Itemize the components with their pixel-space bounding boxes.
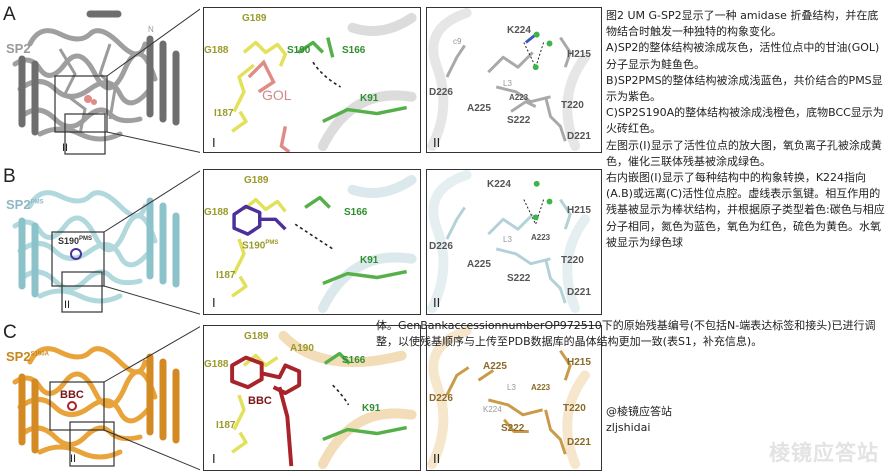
residue-a225-c: A225 (483, 362, 507, 372)
residue-d221-c: D221 (567, 438, 591, 448)
loop-l3-a: L3 (503, 80, 512, 88)
residue-k91-a: K91 (360, 94, 378, 104)
box-label-ii-c: II (70, 454, 76, 465)
overview-ligand-label-b: S190PMS (58, 236, 92, 246)
loop-l3-b: L3 (503, 236, 512, 244)
caption-part-a: A)SP2的整体结构被涂成灰色，活性位点中的甘油(GOL)分子显示为鲑鱼色。 (606, 40, 887, 72)
inset-active-site-a: G189 G188 S190 S166 I187 K91 GOL I (203, 7, 421, 153)
residue-d226-a: D226 (429, 88, 453, 98)
protein-ribbon-b (0, 166, 200, 318)
ligand-gol-label: GOL (262, 88, 292, 102)
watermark: 棱镜应答站 (769, 437, 879, 467)
residue-s166-a: S166 (342, 46, 365, 56)
ligand-bbc-label: BBC (248, 396, 272, 407)
residue-d221-b: D221 (567, 288, 591, 298)
residue-s190-b: S190PMS (242, 240, 278, 251)
residue-k224-b: K224 (487, 180, 511, 190)
residue-h215-a: H215 (567, 50, 591, 60)
inset-conformation-b: K224 H215 D226 L3 A223 A225 T220 S222 D2… (426, 169, 602, 315)
overview-ligand-label-c: BBC (60, 390, 84, 401)
inset-roman-ii-c: II (433, 452, 440, 465)
caption-continuation: 体。GenBankaccessionnumberOP972510下的原始残基编号… (376, 318, 886, 350)
inset-active-site-b: G189 G188 S166 S190PMS I187 K91 I (203, 169, 421, 315)
residue-t220-a: T220 (561, 101, 584, 111)
active-site-sticks-b (204, 170, 420, 314)
residue-g189-c: G189 (244, 332, 268, 342)
residue-g189-b: G189 (244, 176, 268, 186)
residue-t220-c: T220 (563, 404, 586, 414)
inset-roman-i-a: I (212, 136, 216, 149)
inset-roman-i-b: I (212, 296, 216, 309)
protein-name-b: SP2PMS (6, 198, 44, 211)
protein-ribbon-c (0, 322, 200, 473)
overview-structure-c (0, 322, 200, 473)
residue-s222-c: S222 (501, 424, 524, 434)
residue-a223-a: A223 (509, 94, 528, 102)
inset-roman-ii-b: II (433, 296, 440, 309)
n-terminus-label-a: N (148, 26, 154, 34)
residue-s190-a: S190 (287, 46, 310, 56)
overview-structure-a (0, 4, 200, 156)
panel-b: B SP2PMS S190PMS II (0, 166, 602, 318)
residue-k91-b: K91 (360, 256, 378, 266)
residue-d221-a: D221 (567, 132, 591, 142)
source-handle: @棱镜应答站 (606, 404, 672, 420)
residue-s222-a: S222 (507, 116, 530, 126)
residue-a225-a: A225 (467, 104, 491, 114)
caption-part-c: C)SP2S190A的整体结构被涂成浅橙色，底物BCC显示为火砖红色。 (606, 105, 887, 137)
residue-h215-c: H215 (567, 358, 591, 368)
protein-name-c: SP2S190A (6, 350, 49, 363)
source-credit: @棱镜应答站 zljshidai (606, 404, 672, 436)
residue-a223-b: A223 (531, 234, 550, 242)
residue-i187-a: I187 (214, 109, 233, 119)
overview-structure-b (0, 166, 200, 318)
residue-g188-b: G188 (204, 208, 228, 218)
caption-inset-right: 右内嵌图(I)显示了每种结构中的构象转换，K224指向(A.B)或远离(C)活性… (606, 170, 887, 251)
residue-h215-b: H215 (567, 206, 591, 216)
residue-d226-b: D226 (429, 242, 453, 252)
box-label-ii-b: II (64, 300, 70, 311)
panel-a: A SP2 N II (0, 4, 602, 156)
residue-s166-b: S166 (344, 208, 367, 218)
protein-ribbon-a (0, 4, 200, 156)
panel-letter-c: C (3, 322, 17, 344)
residue-k224-c: K224 (483, 406, 502, 414)
active-site-sticks-a (204, 8, 420, 152)
box-label-ii-a: II (62, 143, 68, 154)
panel-letter-b: B (3, 166, 16, 188)
source-id: zljshidai (606, 420, 672, 436)
figure: A SP2 N II (0, 0, 602, 473)
residue-t220-b: T220 (561, 256, 584, 266)
loop-l3-c: L3 (507, 384, 516, 392)
residue-c9-a: c9 (453, 38, 461, 46)
residue-g189-a: G189 (242, 14, 266, 24)
caption-part-b: B)SP2PMS的整体结构被涂成浅蓝色，共价结合的PMS显示为紫色。 (606, 73, 887, 105)
residue-d226-c: D226 (429, 394, 453, 404)
residue-s222-b: S222 (507, 274, 530, 284)
protein-name-a: SP2 (6, 42, 31, 55)
residue-g188-c: G188 (204, 360, 228, 370)
caption-title: 图2 UM G-SP2显示了一种 amidase 折叠结构，并在底物结合时触发一… (606, 8, 887, 40)
inset-roman-ii-a: II (433, 136, 440, 149)
residue-k91-c: K91 (362, 404, 380, 414)
inset-conformation-a: c9 K224 H215 D226 L3 A223 A225 T220 S222… (426, 7, 602, 153)
figure-caption: 图2 UM G-SP2显示了一种 amidase 折叠结构，并在底物结合时触发一… (606, 8, 887, 251)
residue-a225-b: A225 (467, 260, 491, 270)
inset-roman-i-c: I (212, 452, 216, 465)
residue-i187-c: I187 (216, 421, 235, 431)
caption-inset-left: 左图示(I)显示了活性位点的放大图，氧负离子孔被涂成黄色，催化三联体残基被涂成绿… (606, 138, 887, 170)
residue-k224-a: K224 (507, 26, 531, 36)
residue-i187-b: I187 (216, 271, 235, 281)
residue-a223-c: A223 (531, 384, 550, 392)
residue-s166-c: S166 (342, 356, 365, 366)
residue-a190-c: A190 (290, 344, 314, 354)
residue-g188-a: G188 (204, 46, 228, 56)
panel-letter-a: A (3, 4, 16, 26)
